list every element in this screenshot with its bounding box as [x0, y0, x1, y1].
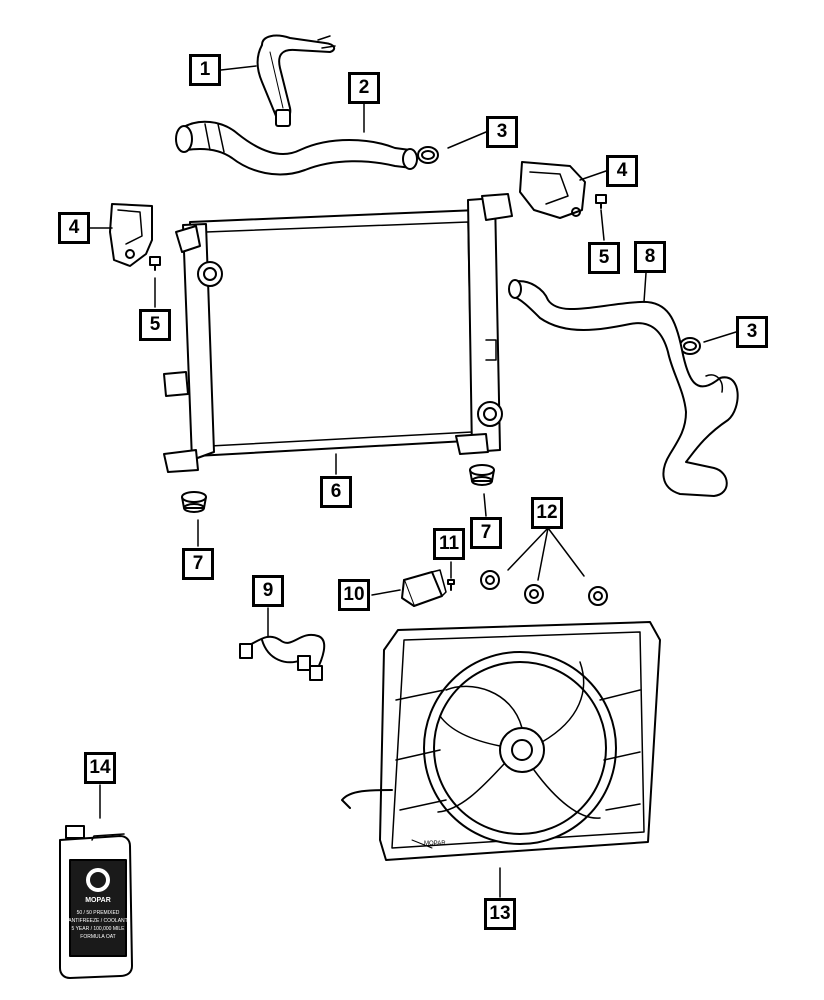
radiator[interactable] [163, 193, 513, 473]
fan-shroud-tag: MOPAR [424, 841, 446, 847]
radiator-bracket-right[interactable] [519, 161, 586, 219]
callout-2[interactable]: 2 [348, 72, 380, 104]
callout-5-right[interactable]: 5 [588, 242, 620, 274]
fan-control-module[interactable] [401, 569, 447, 607]
callout-5-left[interactable]: 5 [139, 309, 171, 341]
callout-14[interactable]: 14 [84, 752, 116, 784]
insulator-right[interactable] [469, 464, 495, 486]
callout-10[interactable]: 10 [338, 579, 370, 611]
callout-1[interactable]: 1 [189, 54, 221, 86]
lower-radiator-hose[interactable] [508, 279, 739, 497]
hose-clamp-upper[interactable] [417, 146, 439, 164]
cooling-fan-module[interactable] [341, 621, 661, 861]
clip-3[interactable] [588, 586, 608, 606]
callout-7-right[interactable]: 7 [470, 517, 502, 549]
jug-brand: MOPAR [85, 897, 111, 904]
callout-4-left[interactable]: 4 [58, 212, 90, 244]
callout-9[interactable]: 9 [252, 575, 284, 607]
callout-6[interactable]: 6 [320, 476, 352, 508]
wiring-harness[interactable] [239, 633, 326, 681]
screw[interactable] [447, 579, 455, 591]
clip-1[interactable] [480, 570, 500, 590]
jug-line-3: 5 YEAR / 100,000 MILE [72, 926, 126, 932]
radiator-bracket-left[interactable] [109, 203, 153, 267]
bolt-right[interactable] [595, 194, 607, 209]
upper-radiator-hose[interactable] [175, 120, 418, 176]
callout-13[interactable]: 13 [484, 898, 516, 930]
jug-line-1: 50 / 50 PREMIXED [77, 910, 120, 916]
mopar-logo-inner [90, 872, 106, 888]
upper-small-hose[interactable] [256, 34, 336, 127]
callout-8[interactable]: 8 [634, 241, 666, 273]
callout-3-upper[interactable]: 3 [486, 116, 518, 148]
callout-3-lower[interactable]: 3 [736, 316, 768, 348]
callout-11[interactable]: 11 [433, 528, 465, 560]
callout-7-left[interactable]: 7 [182, 548, 214, 580]
insulator-left[interactable] [181, 491, 207, 513]
jug-line-4: FORMULA OAT [80, 934, 115, 940]
leader-lines [87, 65, 737, 898]
callout-4-right[interactable]: 4 [606, 155, 638, 187]
callout-12[interactable]: 12 [531, 497, 563, 529]
jug-line-2: ANTIFREEZE / COOLANT [68, 918, 127, 924]
clip-2[interactable] [524, 584, 544, 604]
bolt-left[interactable] [149, 256, 161, 271]
